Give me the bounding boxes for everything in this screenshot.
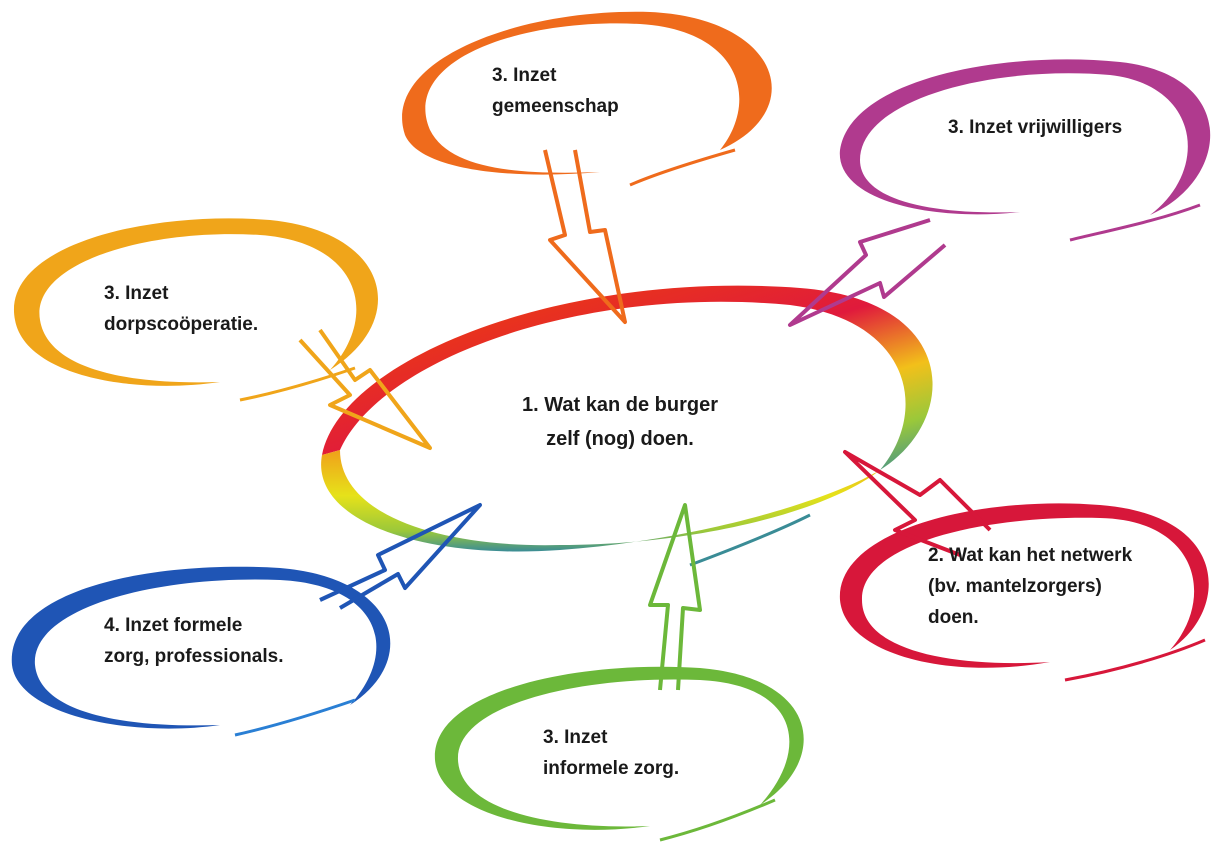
center-label-line-1: 1. Wat kan de burger: [522, 394, 718, 416]
label-gemeenschap: 3. Inzet gemeenschap: [492, 60, 619, 122]
arrow-informele-zorg: [648, 503, 702, 691]
label-vrijwilligers-line-1: 3. Inzet vrijwilligers: [948, 117, 1123, 138]
label-formele-zorg: 4. Inzet formele zorg, professionals.: [104, 610, 283, 672]
label-formele-zorg-line-2: zorg, professionals.: [104, 646, 284, 667]
label-netwerk: 2. Wat kan het netwerk (bv. mantelzorger…: [928, 540, 1132, 633]
label-informele-zorg: 3. Inzet informele zorg.: [543, 722, 679, 784]
arrow-gemeenschap: [543, 149, 627, 324]
center-label-line-2: zelf (nog) doen.: [546, 428, 694, 450]
label-dorpscooperatie: 3. Inzet dorpscoöperatie.: [104, 278, 258, 340]
ellipse-vrijwilligers: [839, 59, 1211, 215]
label-netwerk-line-3: doen.: [928, 607, 979, 628]
ellipse-gemeenschap: [402, 11, 772, 175]
center-ring-bottom: [321, 450, 880, 552]
node-dorpscooperatie-shape: [13, 218, 432, 450]
arrow-vrijwilligers: [788, 218, 947, 327]
label-dorpscooperatie-line-1: 3. Inzet: [104, 283, 169, 304]
center-ring-top: [322, 285, 933, 470]
arrow-netwerk: [843, 450, 992, 557]
label-vrijwilligers: 3. Inzet vrijwilligers: [948, 112, 1122, 143]
node-gemeenschap-shape: [402, 11, 772, 324]
center-ring-tail: [689, 513, 811, 567]
arrow-dorpscooperatie: [298, 328, 432, 450]
label-informele-zorg-line-1: 3. Inzet: [543, 727, 608, 748]
arrow-formele-zorg: [319, 503, 482, 610]
label-netwerk-line-1: 2. Wat kan het netwerk: [928, 545, 1133, 566]
center-ring: [321, 285, 933, 567]
node-formele-zorg-shape: [11, 503, 482, 737]
label-netwerk-line-2: (bv. mantelzorgers): [928, 576, 1102, 597]
node-vrijwilligers-shape: [788, 59, 1211, 327]
node-netwerk-shape: [839, 450, 1209, 682]
label-dorpscooperatie-line-2: dorpscoöperatie.: [104, 314, 259, 335]
label-formele-zorg-line-1: 4. Inzet formele: [104, 615, 243, 636]
label-gemeenschap-line-1: 3. Inzet: [492, 65, 557, 86]
center-label: 1. Wat kan de burger zelf (nog) doen.: [500, 388, 740, 456]
label-gemeenschap-line-2: gemeenschap: [492, 96, 619, 117]
node-informele-zorg-shape: [434, 503, 804, 842]
label-informele-zorg-line-2: informele zorg.: [543, 758, 680, 779]
